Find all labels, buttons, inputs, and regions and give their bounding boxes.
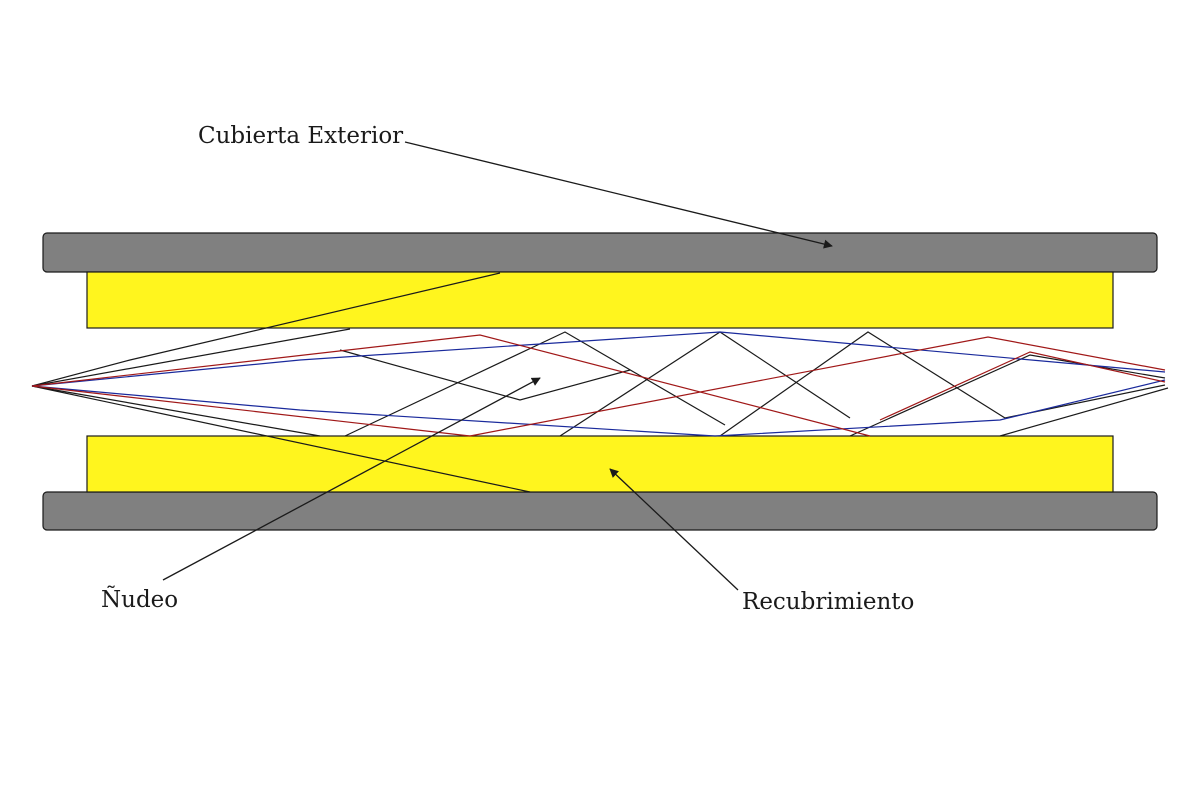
ray-black-6 — [344, 331, 726, 437]
outer-jacket-top — [42, 232, 1158, 273]
ray-black-8 — [719, 331, 1166, 437]
outer-jacket-label: Cubierta Exterior — [198, 123, 403, 149]
ray-black-4 — [31, 385, 321, 437]
outer-jacket-bottom — [42, 491, 1158, 531]
ray-black-5 — [339, 349, 631, 401]
outer-jacket-leader-arrow — [404, 141, 833, 249]
cladding-bottom — [86, 435, 1114, 493]
ray-blue-2 — [31, 379, 1166, 437]
ray-black-7 — [559, 331, 851, 437]
core-leader-arrow — [162, 377, 541, 581]
ray-black-2 — [31, 328, 351, 387]
ray-black-9 — [849, 354, 1166, 437]
cladding-label: Recubrimiento — [742, 589, 914, 615]
light-rays — [31, 272, 1169, 493]
cladding-top — [86, 271, 1114, 329]
core-label: Ñudeo — [101, 585, 178, 613]
ray-blue-1 — [31, 331, 1166, 387]
cladding-leader-arrow — [609, 468, 739, 591]
ray-black-1 — [31, 272, 501, 387]
ray-black-3 — [31, 385, 531, 493]
ray-red-3 — [879, 351, 1166, 421]
ray-red-1 — [31, 334, 871, 437]
ray-black-10 — [999, 387, 1169, 437]
ray-red-2 — [31, 336, 1166, 437]
